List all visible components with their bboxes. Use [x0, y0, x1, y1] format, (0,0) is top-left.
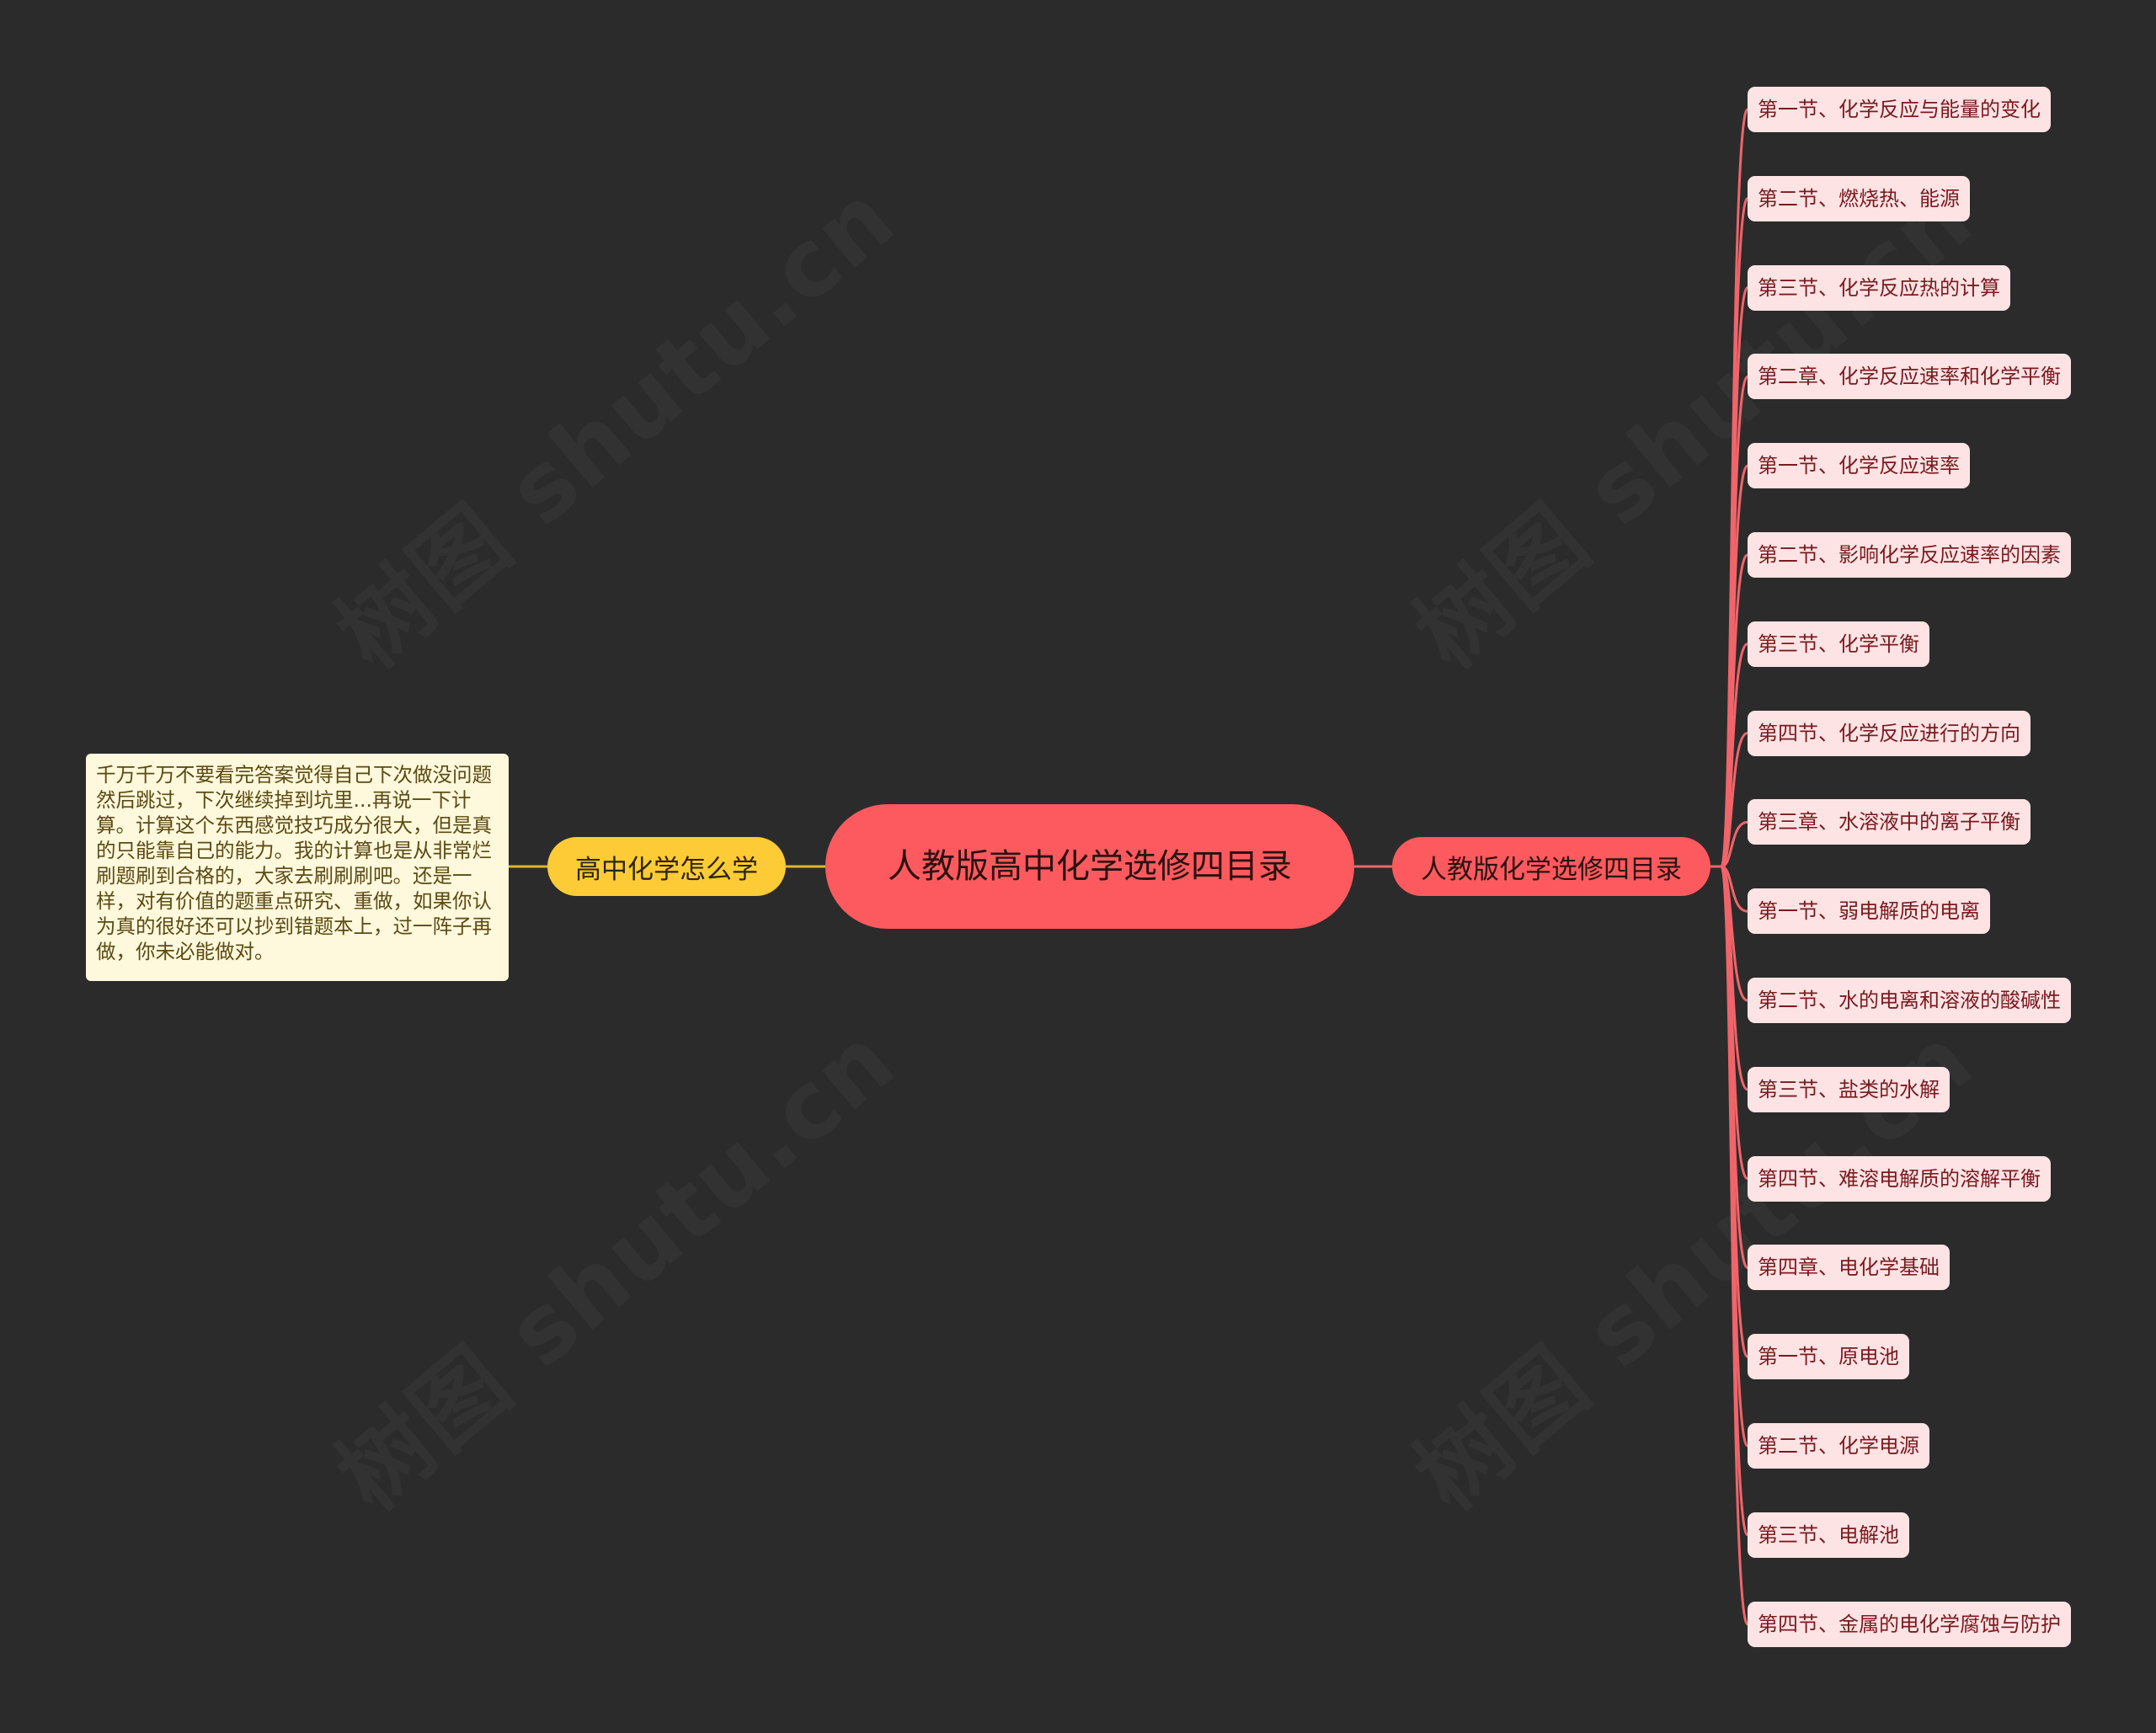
study-tip-text: 千万千万不要看完答案觉得自己下次做没问题然后跳过，下次继续掉到坑里...再说一下… [96, 763, 492, 963]
branch-table-of-contents[interactable]: 人教版化学选修四目录 [1392, 837, 1710, 896]
toc-leaf[interactable]: 第三节、电解池 [1748, 1512, 1909, 1558]
toc-leaf[interactable]: 第三章、水溶液中的离子平衡 [1748, 799, 2031, 845]
branch-table-of-contents-label: 人教版化学选修四目录 [1421, 854, 1682, 885]
toc-leaf[interactable]: 第四节、金属的电化学腐蚀与防护 [1748, 1601, 2071, 1647]
toc-leaf[interactable]: 第一节、原电池 [1748, 1334, 1909, 1380]
toc-leaf[interactable]: 第四节、难溶电解质的溶解平衡 [1748, 1155, 2051, 1202]
toc-leaf[interactable]: 第四章、电化学基础 [1748, 1245, 1950, 1291]
toc-leaf[interactable]: 第二节、燃烧热、能源 [1748, 175, 1970, 221]
branch-study-method-label: 高中化学怎么学 [575, 854, 758, 885]
toc-leaf[interactable]: 第一节、弱电解质的电离 [1748, 888, 1990, 935]
toc-leaf[interactable]: 第二节、化学电源 [1748, 1423, 1929, 1469]
toc-leaf[interactable]: 第二节、影响化学反应速率的因素 [1748, 532, 2071, 578]
toc-leaf[interactable]: 第一节、化学反应速率 [1748, 443, 1970, 489]
connector-leaf [1710, 865, 1749, 1626]
branch-study-method[interactable]: 高中化学怎么学 [547, 837, 786, 896]
toc-leaf[interactable]: 第二节、水的电离和溶液的酸碱性 [1748, 978, 2071, 1023]
toc-leaf[interactable]: 第三节、盐类的水解 [1748, 1066, 1950, 1112]
connector-right-leaves [1710, 108, 1749, 1626]
study-tip-note[interactable]: 千万千万不要看完答案觉得自己下次做没问题然后跳过，下次继续掉到坑里...再说一下… [86, 754, 509, 981]
toc-leaf[interactable]: 第一节、化学反应与能量的变化 [1748, 87, 2051, 132]
toc-leaf[interactable]: 第三节、化学反应热的计算 [1748, 264, 2010, 311]
root-label: 人教版高中化学选修四目录 [888, 847, 1292, 886]
connector-leaf [1710, 865, 1749, 1448]
toc-leaf[interactable]: 第三节、化学平衡 [1748, 621, 1929, 667]
toc-leaf[interactable]: 第四节、化学反应进行的方向 [1748, 710, 2031, 756]
toc-leaf[interactable]: 第二章、化学反应速率和化学平衡 [1748, 354, 2071, 400]
connector-leaf [1710, 865, 1749, 1537]
root-node[interactable]: 人教版高中化学选修四目录 [825, 804, 1354, 929]
